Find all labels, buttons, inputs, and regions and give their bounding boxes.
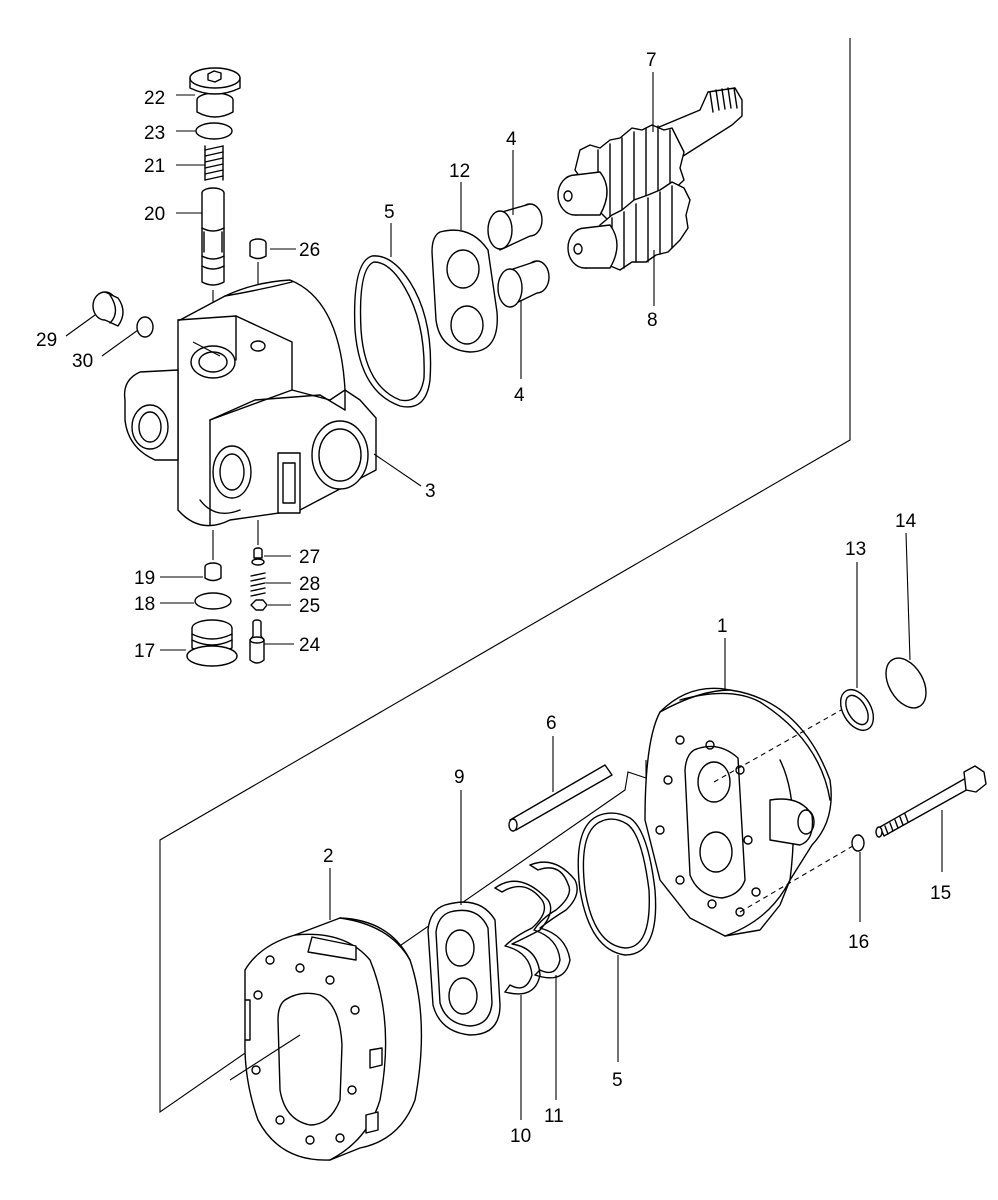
callout-9: 9 — [454, 767, 465, 788]
callout-19: 19 — [134, 568, 155, 589]
part-11-backup-seal — [529, 861, 578, 979]
callout-14: 14 — [895, 511, 917, 532]
part-13-seal — [839, 689, 875, 731]
callout-3: 3 — [425, 481, 436, 502]
part-5-seal-lower — [577, 812, 657, 956]
part-30-o-ring — [136, 316, 154, 338]
callout-15: 15 — [930, 883, 951, 904]
callout-12: 12 — [449, 161, 470, 182]
part-17-plug — [186, 619, 238, 667]
callout-22: 22 — [144, 88, 165, 109]
callout-26: 26 — [299, 240, 320, 261]
callout-8: 8 — [647, 310, 658, 331]
part-27-pin — [251, 547, 265, 566]
callout-4-lower: 4 — [514, 385, 525, 406]
callout-13: 13 — [845, 539, 866, 560]
callout-11: 11 — [544, 1106, 564, 1127]
callout-7: 7 — [646, 50, 657, 71]
part-4-bushing-upper — [487, 203, 543, 251]
part-4-bushing-lower — [497, 260, 550, 308]
part-18-o-ring — [194, 592, 232, 610]
part-5-seal-upper — [353, 255, 432, 408]
callout-29: 29 — [36, 330, 57, 351]
callout-27: 27 — [299, 547, 320, 568]
part-8-driven-gear — [567, 181, 691, 271]
callout-labels: 1 2 3 4 4 5 5 6 7 8 9 10 11 12 13 14 15 … — [36, 50, 951, 1147]
part-15-bolt — [875, 765, 987, 838]
callout-23: 23 — [144, 123, 165, 144]
part-10-backup-seal — [494, 880, 552, 995]
part-14-o-ring — [885, 657, 927, 709]
part-19-plug — [204, 562, 222, 582]
part-9-wear-plate — [427, 901, 501, 1036]
part-29-plug — [92, 291, 124, 327]
callout-24: 24 — [299, 635, 321, 656]
part-12-wear-plate — [431, 229, 498, 353]
callout-30: 30 — [72, 351, 93, 372]
part-3-pump-housing — [123, 279, 377, 527]
part-16-washer — [851, 834, 865, 852]
part-26-small-plug — [249, 238, 267, 260]
callout-16: 16 — [848, 932, 869, 953]
callout-25: 25 — [299, 596, 320, 617]
callout-10: 10 — [510, 1126, 531, 1147]
callout-2: 2 — [323, 846, 334, 867]
part-1-body — [644, 687, 832, 937]
callout-17: 17 — [134, 641, 155, 662]
leader-lines — [65, 72, 943, 1120]
part-2-cover — [244, 917, 423, 1161]
part-21-spring — [204, 145, 224, 181]
part-24-piston — [249, 619, 265, 664]
part-28-spring — [250, 572, 266, 597]
part-6-pin — [508, 764, 613, 832]
callout-5-upper: 5 — [384, 202, 395, 223]
callout-5-lower: 5 — [612, 1070, 623, 1091]
callout-1: 1 — [717, 616, 728, 637]
callout-21: 21 — [144, 156, 165, 177]
callout-18: 18 — [134, 594, 155, 615]
callout-6: 6 — [546, 713, 557, 734]
callout-28: 28 — [299, 574, 320, 595]
part-22-plug — [189, 67, 241, 118]
part-20-spool — [201, 187, 225, 286]
part-23-o-ring — [195, 122, 233, 140]
callout-20: 20 — [144, 204, 165, 225]
part-25-washer — [250, 599, 268, 611]
callout-4-upper: 4 — [506, 129, 517, 150]
